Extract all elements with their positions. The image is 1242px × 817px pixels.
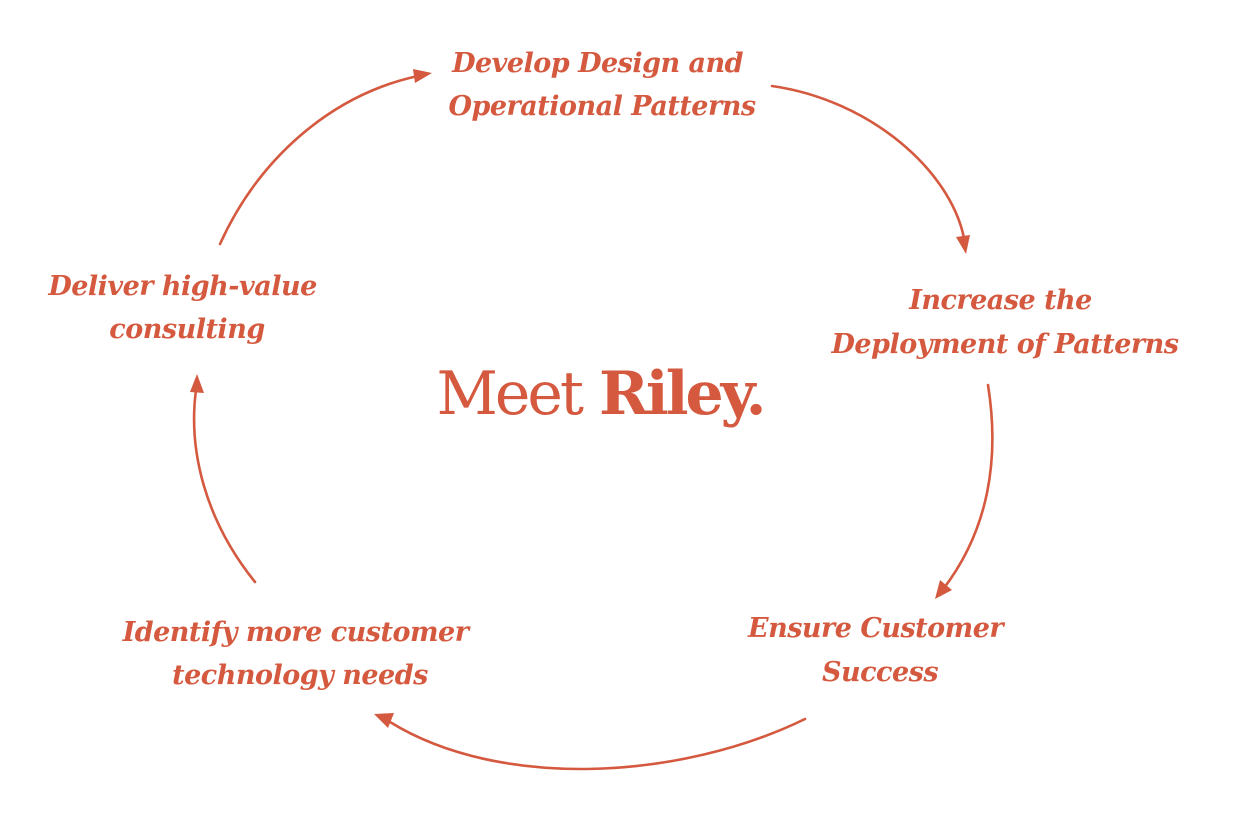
step-ensure-label: Ensure Customer Success: [747, 613, 1012, 688]
arrow-develop-to-increase: [770, 84, 966, 240]
step-ensure-line-1: Ensure Customer: [747, 613, 1005, 644]
center-wordmark: Meet Riley.: [436, 359, 763, 429]
arrowhead-ensure-to-identify: [374, 713, 394, 728]
step-increase-line-1: Increase the: [908, 285, 1092, 316]
cycle-step-labels: Develop Design and Operational Patterns …: [47, 48, 1179, 691]
arrowhead-identify-to-deliver: [190, 374, 204, 393]
step-increase-line-2: Deployment of Patterns: [831, 329, 1179, 360]
arrowhead-develop-to-increase: [956, 235, 970, 254]
center-wordmark-meet: Meet: [436, 359, 583, 429]
cycle-arrows: [190, 69, 994, 771]
step-develop-line-1: Develop Design and: [451, 48, 744, 79]
arrow-identify-to-deliver: [192, 388, 257, 584]
arrow-ensure-to-identify: [388, 717, 807, 771]
step-deliver-label: Deliver high-value consulting: [47, 271, 325, 345]
step-increase-label: Increase the Deployment of Patterns: [831, 285, 1179, 360]
arrow-increase-to-ensure: [942, 383, 994, 590]
step-develop-label: Develop Design and Operational Patterns: [448, 48, 755, 122]
step-ensure-line-2: Success: [822, 657, 938, 688]
step-develop-line-2: Operational Patterns: [448, 91, 755, 122]
center-wordmark-riley: Riley.: [599, 359, 764, 429]
step-deliver-line-1: Deliver high-value: [47, 271, 317, 302]
step-identify-line-1: Identify more customer: [122, 617, 471, 648]
arrow-deliver-to-develop: [218, 74, 420, 246]
step-deliver-line-2: consulting: [109, 314, 264, 345]
step-identify-label: Identify more customer technology needs: [122, 617, 478, 691]
arrowhead-increase-to-ensure: [935, 580, 952, 599]
arrowhead-deliver-to-develop: [413, 69, 432, 83]
step-identify-line-2: technology needs: [172, 660, 428, 691]
